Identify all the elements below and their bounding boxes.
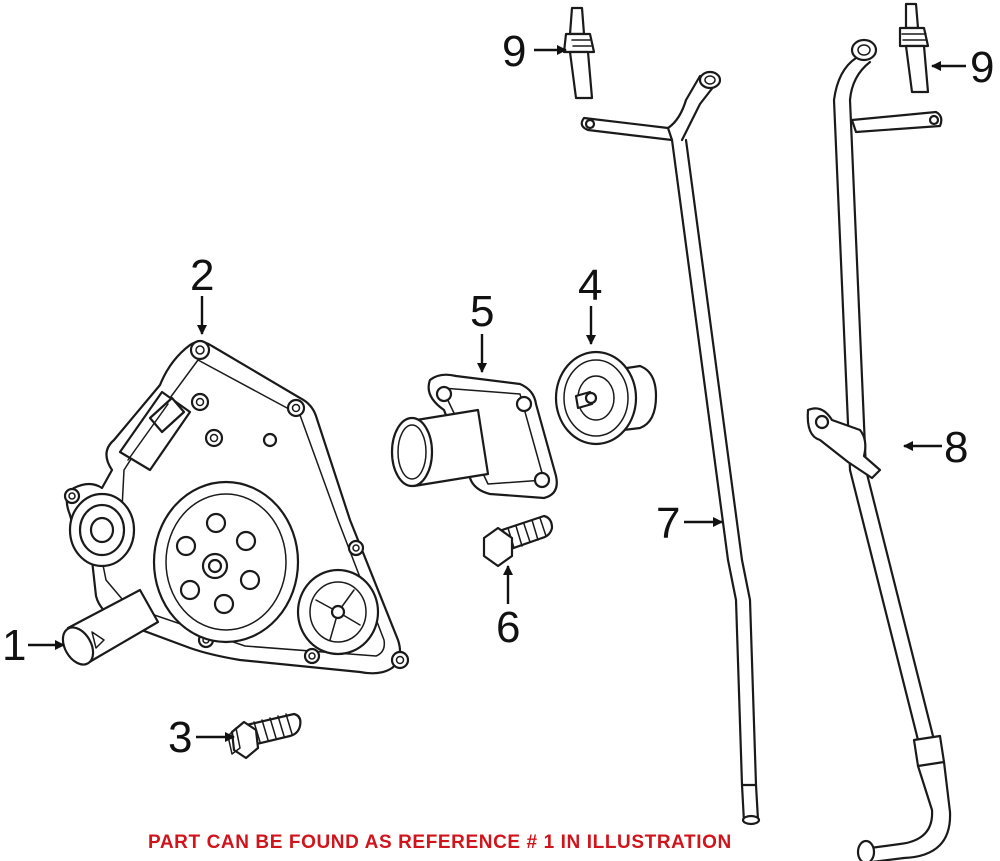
callout-9-right: 9	[970, 43, 994, 92]
coolant-tube-part-7	[580, 70, 761, 826]
stud-part-9-right	[898, 2, 930, 94]
callout-numbers: 1 2 3 4 5 6 7 8 9 9	[2, 27, 994, 762]
coolant-tube-part-8	[806, 38, 952, 861]
water-pump-assembly	[61, 339, 410, 675]
callout-8: 8	[944, 423, 968, 472]
stud-part-9-left	[562, 6, 596, 100]
callout-4: 4	[578, 261, 602, 310]
callout-1: 1	[2, 621, 26, 670]
callout-3: 3	[168, 713, 192, 762]
bolt-part-3	[227, 712, 302, 760]
thermostat-housing	[390, 373, 558, 500]
reference-footnote: PART CAN BE FOUND AS REFERENCE # 1 IN IL…	[148, 832, 732, 853]
callout-arrows	[28, 45, 966, 742]
thermostat	[554, 350, 658, 446]
callout-9-left: 9	[502, 27, 526, 76]
callout-6: 6	[496, 603, 520, 652]
bolt-part-6	[482, 514, 554, 568]
callout-2: 2	[190, 251, 214, 300]
callout-7: 7	[656, 499, 680, 548]
callout-5: 5	[470, 287, 494, 336]
